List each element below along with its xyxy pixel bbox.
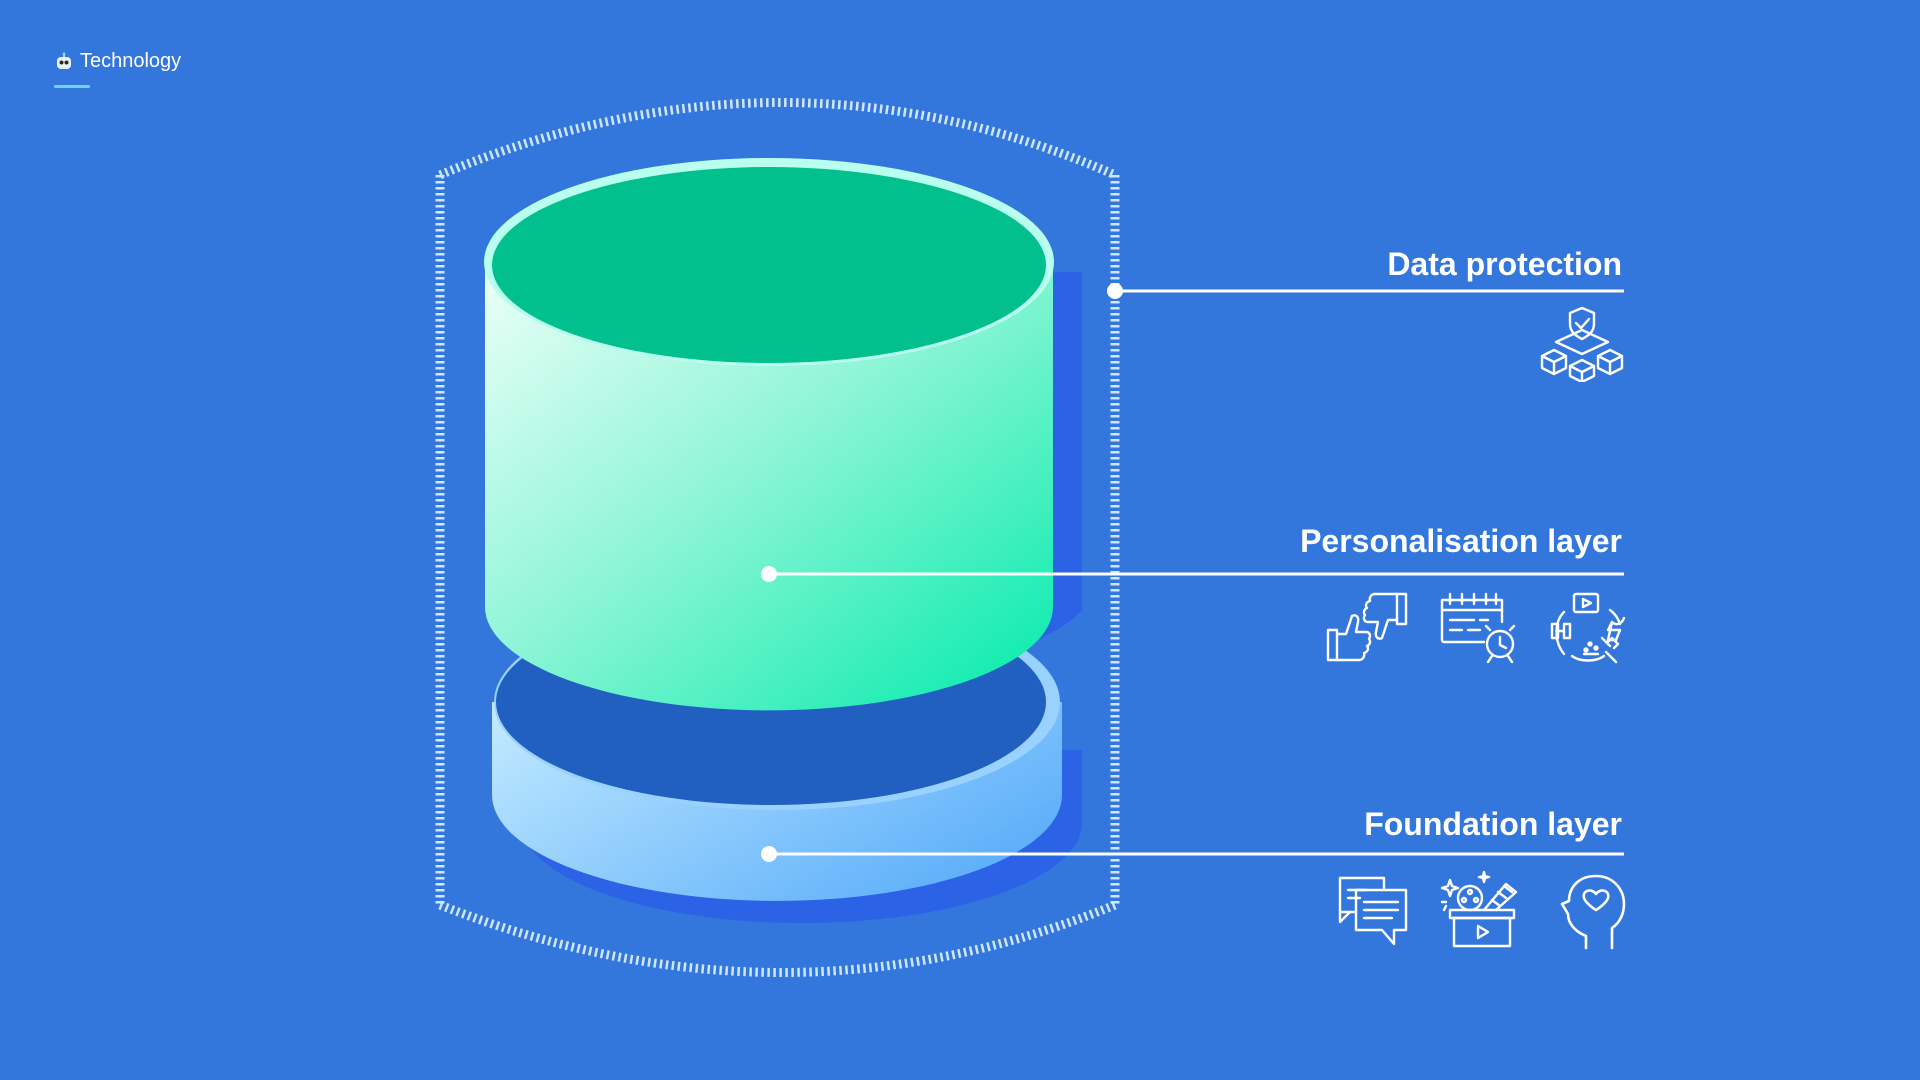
- header-underline: [54, 85, 90, 88]
- thumbs-up-down-icon: [1326, 592, 1408, 662]
- mind-heart-icon: [1560, 874, 1626, 950]
- section-title: Technology: [80, 50, 182, 72]
- layer-label-foundation: Foundation layer: [1364, 806, 1622, 842]
- connector-personalisation: [761, 566, 1624, 582]
- layer-label-personalisation: Personalisation layer: [1300, 523, 1622, 559]
- section-header: Technology: [54, 50, 181, 73]
- robot-icon: [57, 51, 71, 69]
- calendar-alarm-icon: [1440, 592, 1516, 664]
- layer-label-data-protection: Data protection: [1387, 246, 1622, 282]
- media-box-icon: [1440, 870, 1518, 948]
- chat-bubbles-icon: [1338, 876, 1408, 946]
- personalisation-cylinder: [484, 158, 1082, 711]
- shield-network-icon: [1540, 306, 1624, 382]
- lifestyle-icon: [1550, 592, 1626, 664]
- connector-data-protection: [1107, 283, 1624, 299]
- connector-foundation: [761, 846, 1624, 862]
